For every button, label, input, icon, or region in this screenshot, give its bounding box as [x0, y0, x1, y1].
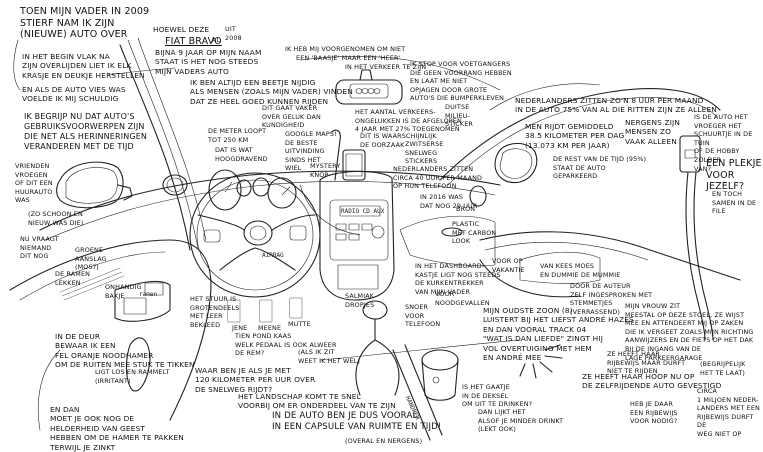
- note-hoop: ze heeft haar hoop nu op de zelfrijdende…: [582, 372, 722, 391]
- note-fiat-name: FIAT BRAVO: [165, 36, 222, 47]
- note-plastic: plastic met carbon look: [452, 220, 497, 246]
- note-verkeers: Het aantal verkeers- ongelukken is de af…: [355, 108, 462, 134]
- note-fiat-al: al: [212, 36, 221, 44]
- note-begrijp: Ik begrijp nu dat auto's gebruiksvoorwer…: [24, 112, 148, 151]
- note-fiat-year: uit 2008: [225, 25, 242, 42]
- note-dashboardkastje: In het dashboard- kastje ligt nog steeds…: [415, 262, 501, 296]
- note-pedaal: Tien pond kaas welk pedaal is ook alweer…: [235, 332, 337, 358]
- note-ramen: de ramen lekken: [55, 270, 91, 287]
- door-left: [9, 239, 212, 421]
- note-geluk: dit gaat vaker over geluk dan kundigheid: [262, 104, 321, 130]
- note-schuifje: is de auto het vroeger het schuurtje in …: [694, 113, 753, 173]
- note-overal: (overal en nergens): [345, 437, 423, 445]
- note-zwitserse: Zwitserse snelweg stickers: [405, 140, 444, 166]
- note-nl-maand: Nederlanders zitten zo'n 8 uur per maand…: [515, 96, 717, 115]
- note-meter: De meter loopt tot 250 km: [208, 127, 267, 144]
- note-groene: groene aanslag (mos?): [75, 246, 107, 272]
- gear-shift: [355, 300, 400, 396]
- note-capsule: In de auto ben je dus vooral in een caps…: [272, 411, 442, 432]
- note-mystery: mystery knop: [310, 162, 341, 179]
- steering-wheel: [189, 172, 321, 298]
- note-google: Google maps! de beste uitvinding sinds h…: [285, 130, 337, 173]
- note-nederlanders-telefoon: Nederlanders zitten circa 40 uur per maa…: [393, 165, 483, 191]
- air-vent-right: [469, 185, 487, 207]
- note-vrienden: vrienden vroegen of dit een huurauto was: [15, 162, 53, 205]
- note-2016: in 2016 was dat nog 29 uur: [420, 193, 478, 210]
- note-plekje: Een plekje voor jezelf?: [706, 158, 762, 192]
- note-baasje-a: Ik heb mij voorgenomen om niet: [285, 45, 406, 53]
- seatbelt: [679, 135, 714, 341]
- note-gemiddeld: men rijdt gemiddeld 38.5 kilometer per d…: [525, 122, 625, 150]
- pedal-label-1: Jene: [232, 324, 248, 332]
- note-circa: circa 1 miljoen Neder- landers met een r…: [697, 387, 760, 438]
- dashboard: [39, 170, 501, 231]
- note-deur: In de deur bewaar ik een fel oranje nood…: [55, 332, 195, 370]
- rear-view-mirror: [335, 69, 403, 105]
- note-lijkt: dan lijkt het alsof je minder drinkt (le…: [478, 408, 564, 434]
- note-heb-je: heb je daar een rijbewijs voor nodig?: [630, 400, 678, 426]
- a-pillar-left: [119, 44, 191, 251]
- note-bron: bron: [456, 205, 476, 213]
- phone-holder: [331, 129, 366, 181]
- airbag-label: AIRBAG: [262, 252, 284, 259]
- note-auteur: door de auteur zelf ingesproken met stem…: [570, 282, 653, 316]
- note-salmiak: salmiak dropjes: [345, 292, 375, 309]
- a-pillar-right: [439, 88, 721, 181]
- note-stop: Ik stop voor voetgangers die geen voorra…: [410, 60, 512, 103]
- note-file: en toch samen in de file: [712, 190, 757, 216]
- air-vent-left: [162, 174, 188, 196]
- note-rijbewijs: ze heeft haar rijbewijs maar durft niet …: [607, 350, 686, 376]
- note-onhandig: onhandig bakje: [105, 283, 142, 300]
- radio-display-label: RADIO CD AUX: [341, 208, 385, 215]
- window-button-label: ramen: [139, 291, 158, 298]
- note-hoogdravend: dat is wat hoogdravend: [215, 146, 268, 163]
- glovebox-handle: [441, 227, 463, 237]
- note-snoer: snoer voor telefoon: [405, 303, 441, 329]
- note-baasje-b: een 'baasje' maar een 'heer': [296, 54, 401, 62]
- instrument-cluster: [208, 169, 297, 211]
- note-father: Toen mijn vader in 2009 stierf nam ik zi…: [20, 6, 150, 40]
- note-schoon: (zo schoon en nieuw was die): [28, 210, 84, 227]
- note-als-ik: (als ik zit weet ik het wel): [298, 348, 361, 365]
- note-nu-vraagt: nu vraagt niemand dit nog: [20, 235, 59, 261]
- pedal-label-2: Meene: [258, 324, 282, 332]
- pedal-label-3: Mutte: [288, 320, 311, 328]
- note-vrouw: Mijn vrouw zit meestal op deze stoel, ze…: [625, 302, 754, 362]
- note-rammelt: ligt los en rammelt (irritant): [95, 368, 170, 385]
- note-waarschijnlijk: dit is waarschijnlijk de oorzaak: [360, 132, 437, 149]
- window-switch-panel: [114, 280, 171, 322]
- side-mirror-left: [56, 161, 133, 209]
- note-waar: Waar ben je als je met 120 kilometer per…: [195, 366, 316, 394]
- note-landschap: Het landschap komt te snel voorbij om er…: [238, 392, 396, 411]
- note-fiat-rest: bijna 9 jaar op mijn naam staat is het n…: [155, 48, 262, 76]
- note-baasje-c: in het verkeer te zijn: [345, 63, 427, 71]
- door-right: [479, 231, 741, 298]
- note-noodgevallen: voor noodgevallen: [435, 290, 490, 307]
- note-nijdig: Ik ben altijd een beetje nijdig als mens…: [190, 78, 353, 106]
- note-kees: van Kees Moes en Dummie de Mummie: [540, 262, 621, 279]
- note-gaatje: Is het gaatje in de deksel om uit te dri…: [462, 383, 533, 409]
- music-burst: [519, 344, 563, 379]
- note-vakantie: voor op vakantie: [492, 257, 525, 274]
- note-vies: En als de auto vies was voelde ik mij sc…: [22, 85, 126, 104]
- cup-holder: [421, 349, 459, 401]
- note-begrijpelijk: (begrijpelijk het te laat): [700, 360, 746, 377]
- pedals: [227, 297, 303, 323]
- note-fiat-intro: Hoewel deze: [153, 25, 210, 34]
- glovebox: [399, 215, 496, 267]
- note-zoon: Mijn oudste zoon (8) luistert bij het li…: [483, 306, 634, 363]
- note-duitse: Duitse milieu- sticker: [445, 103, 474, 129]
- note-nergens: nergens zijn mensen zo vaak alleen: [625, 118, 681, 146]
- note-rest-tijd: de rest van de tijd (95%) staat de auto …: [553, 155, 647, 181]
- center-console: [319, 170, 395, 301]
- side-mirror-right: [494, 142, 538, 184]
- note-begin: In het begin vlak na zijn overlijden lie…: [22, 52, 145, 80]
- handbrake: [392, 344, 443, 441]
- note-stuur: Het stuur is grotendeels met leer beklee…: [190, 295, 240, 329]
- note-en-dan: En dan moet je ook nog de helderheid van…: [50, 405, 184, 452]
- windshield-top: [299, 55, 501, 91]
- door-pocket: [125, 337, 151, 392]
